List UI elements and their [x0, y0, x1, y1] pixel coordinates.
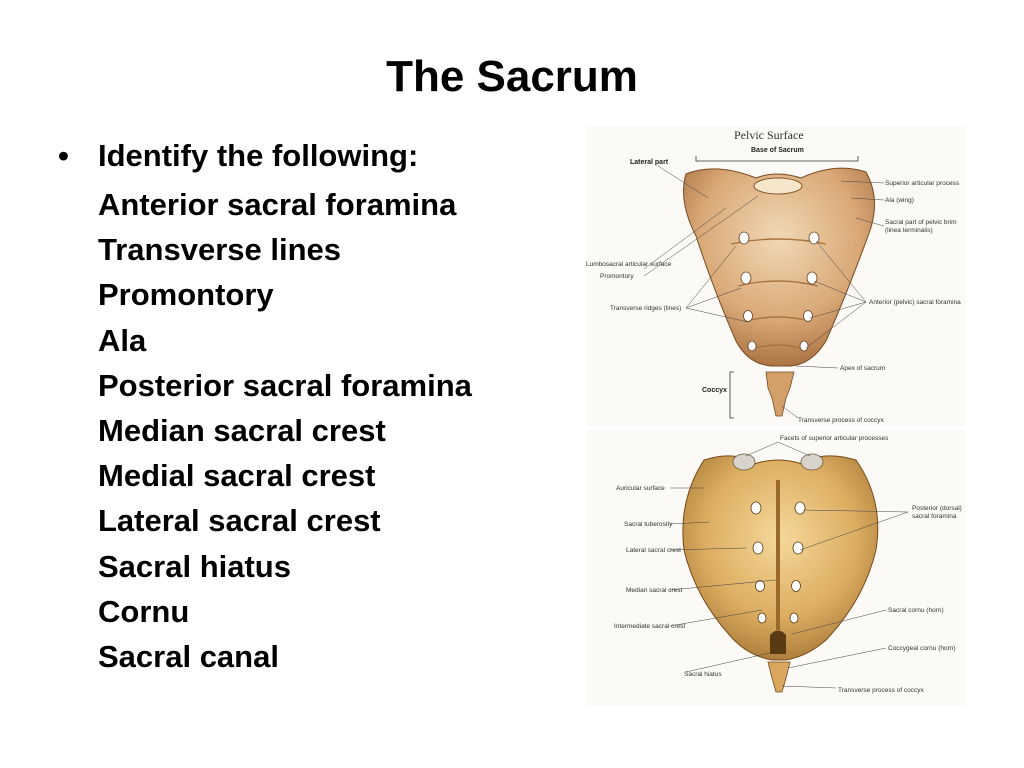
list-item: Medial sacral crest: [98, 458, 376, 494]
list-item: Transverse lines: [98, 232, 341, 268]
bullet-icon: •: [58, 138, 69, 173]
label-ala: Ala (wing): [885, 197, 914, 204]
label-posterior-foramina-2: sacral foramina: [912, 513, 957, 520]
list-item: Ala: [98, 322, 147, 358]
label-median-crest: Median sacral crest: [626, 587, 683, 594]
coccyx-shape: [765, 371, 795, 417]
identify-list: Anterior sacral foramina Transverse line…: [98, 182, 472, 679]
label-lumbosacral: Lumbosacral articular surface: [586, 261, 672, 268]
list-item: Posterior sacral foramina: [98, 367, 472, 403]
slide-title: The Sacrum: [386, 52, 638, 101]
label-lateral-crest: Lateral sacral crest: [626, 547, 681, 554]
heading-pelvic-surface: Pelvic Surface: [734, 128, 804, 142]
list-item: Sacral canal: [98, 638, 279, 674]
subheading-base: Base of Sacrum: [751, 147, 804, 154]
prompt-text: Identify the following:: [98, 138, 419, 173]
bullet-prompt: • Identify the following:: [58, 138, 418, 174]
list-item: Anterior sacral foramina: [98, 187, 457, 222]
label-anterior-foramina: Anterior (pelvic) sacral foramina: [869, 299, 961, 306]
label-promontory: Promontory: [600, 273, 634, 280]
label-apex: Apex of sacrum: [840, 365, 885, 372]
label-auricular: Auricular surface: [616, 485, 665, 492]
label-sacral-cornu: Sacral cornu (horn): [888, 607, 944, 614]
sacrum-anterior-illustration: Pelvic Surface Base of Sacrum: [586, 128, 961, 424]
label-intermediate-crest: Intermediate sacral crest: [614, 623, 685, 630]
label-sacral-tuberosity: Sacral tuberosity: [624, 521, 673, 528]
list-item: Lateral sacral crest: [98, 503, 381, 539]
label-coccygeal-cornu: Coccygeal cornu (horn): [888, 645, 956, 652]
label-sacral-hiatus: Sacral hiatus: [684, 671, 722, 678]
label-transverse-process-coccyx: Transverse process of coccyx: [798, 417, 884, 424]
label-facets: Facets of superior articular processes: [780, 435, 889, 442]
sacrum-anterior-figure: Pelvic Surface Base of Sacrum: [586, 126, 966, 426]
list-item: Sacral hiatus: [98, 548, 291, 584]
list-item: Cornu: [98, 593, 190, 629]
label-coccyx: Coccyx: [702, 387, 727, 394]
label-pelvic-brim: Sacral part of pelvic brim: [885, 219, 957, 226]
sacrum-posterior-illustration: Facets of superior articular processes A…: [614, 435, 962, 694]
sacrum-posterior-figure: Facets of superior articular processes A…: [586, 430, 966, 706]
label-transverse-ridges: Transverse ridges (lines): [610, 305, 681, 312]
coccyx-dorsal-shape: [767, 661, 791, 693]
list-item: Promontory: [98, 277, 274, 313]
label-transverse-process-coccyx-dorsal: Transverse process of coccyx: [838, 687, 924, 694]
sacrum-body-shape: [683, 167, 876, 367]
label-lateral-part: Lateral part: [630, 159, 669, 166]
label-linea-terminalis: (linea terminalis): [885, 227, 933, 234]
label-superior-articular: Superior articular process: [885, 180, 960, 187]
label-posterior-foramina: Posterior (dorsal): [912, 505, 962, 512]
sacrum-dorsal-shape: [682, 455, 879, 661]
list-item: Median sacral crest: [98, 412, 386, 448]
